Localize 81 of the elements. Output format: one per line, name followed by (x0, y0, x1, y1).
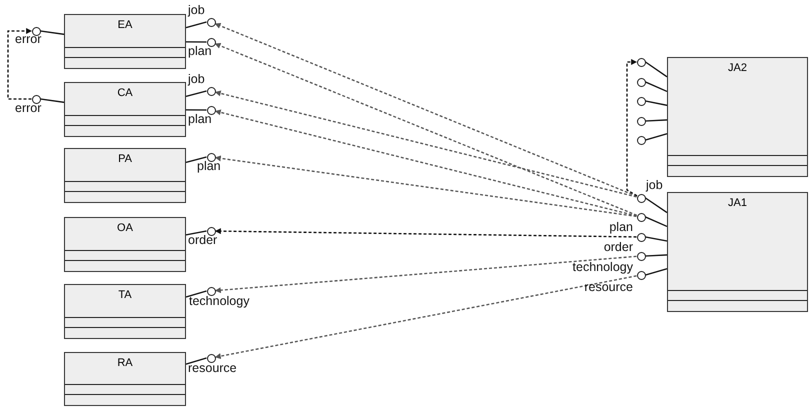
port-label: plan (197, 160, 221, 173)
port-circle (636, 194, 646, 202)
port-stub-line (645, 61, 668, 78)
port-circle (636, 136, 646, 144)
port-circle (206, 286, 216, 296)
port-circle (206, 106, 216, 114)
port-stub-line (645, 133, 668, 141)
port-circle (636, 116, 646, 126)
port-stub-line (186, 230, 207, 236)
port-stub-line (40, 98, 64, 103)
port-label: error (15, 102, 42, 115)
port-label: plan (188, 45, 212, 58)
port-circle (206, 38, 216, 46)
port-label: technology (189, 295, 250, 308)
port-circle (32, 26, 40, 36)
port-stub-line (186, 156, 207, 163)
port-label: resource (584, 281, 633, 294)
connector-arrow (214, 228, 636, 238)
port-label: job (188, 4, 205, 17)
component-name: PA (117, 153, 133, 166)
port-label: resource (188, 362, 237, 375)
connector-arrow (214, 90, 637, 198)
port-circle (636, 252, 646, 260)
port-label: plan (609, 221, 633, 234)
port-stub-line (186, 90, 207, 97)
port-label: plan (188, 113, 212, 126)
connector-arrow (214, 109, 637, 217)
connector-arrow (214, 155, 637, 218)
port-stub-line (645, 197, 668, 214)
port-stub-line (186, 357, 207, 365)
component-name: JA1 (727, 197, 748, 210)
component-box (64, 284, 186, 339)
port-label: error (15, 33, 42, 46)
port-stub-line (645, 119, 668, 122)
port-circle (206, 226, 216, 236)
port-circle (206, 18, 216, 26)
connector-arrow (626, 59, 638, 196)
port-stub-line (186, 21, 207, 28)
port-label: order (604, 241, 633, 254)
port-circle (206, 152, 216, 162)
port-label: order (188, 234, 218, 247)
connector-arrow (7, 28, 32, 100)
port-stub-line (645, 81, 668, 92)
port-stub-line (645, 268, 668, 276)
port-stub-line (645, 100, 668, 106)
connector-arrow (214, 256, 637, 294)
component-name: EA (116, 19, 134, 32)
component-box (64, 14, 186, 69)
component-name: RA (116, 357, 134, 370)
port-circle (636, 232, 646, 242)
port-circle (636, 212, 646, 222)
component-box (64, 352, 186, 406)
connector-arrow (214, 275, 637, 360)
port-label: technology (572, 261, 633, 274)
port-stub-line (186, 109, 206, 111)
connector-arrow (214, 42, 638, 216)
component-name: OA (116, 222, 134, 235)
component-box (667, 192, 808, 312)
port-circle (32, 94, 40, 104)
port-circle (206, 354, 216, 362)
component-name: JA2 (727, 62, 748, 75)
component-box (64, 217, 186, 272)
port-circle (206, 86, 216, 96)
port-circle (636, 96, 646, 106)
component-name: CA (116, 87, 134, 100)
port-circle (636, 58, 646, 66)
component-box (64, 82, 186, 137)
port-label: job (188, 73, 205, 86)
port-stub-line (645, 216, 668, 228)
component-box (667, 57, 808, 177)
port-stub-line (645, 236, 668, 242)
port-stub-line (645, 254, 668, 257)
component-box (64, 148, 186, 203)
port-circle (636, 270, 646, 280)
connector-arrow (214, 22, 638, 197)
port-stub-line (40, 30, 64, 35)
port-stub-line (186, 290, 207, 298)
port-stub-line (186, 41, 206, 43)
port-circle (636, 78, 646, 86)
port-label: job (646, 179, 663, 192)
component-name: TA (117, 289, 133, 302)
